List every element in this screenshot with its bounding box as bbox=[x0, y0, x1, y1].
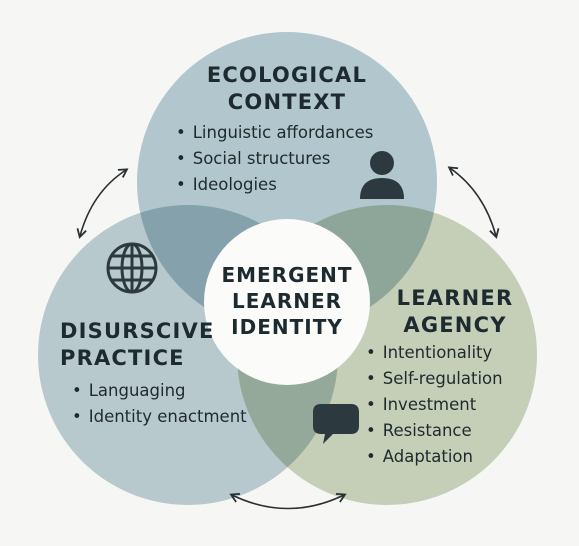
list-item: Social structures bbox=[176, 146, 373, 172]
list-item: Identity enactment bbox=[72, 404, 247, 430]
ecological-list: Linguistic affordances Social structures… bbox=[176, 120, 374, 198]
list-item: Self-regulation bbox=[366, 366, 503, 392]
right-double-arrow bbox=[447, 166, 500, 239]
center-circle bbox=[204, 219, 370, 385]
left-double-arrow bbox=[76, 168, 129, 239]
agency-title: LEARNER AGENCY bbox=[396, 286, 514, 337]
agency-list: Intentionality Self-regulation Investmen… bbox=[366, 340, 503, 470]
list-item: Resistance bbox=[366, 418, 503, 444]
center-title: EMERGENT LEARNER IDENTITY bbox=[221, 263, 353, 339]
list-item: Adaptation bbox=[366, 444, 503, 470]
list-item: Linguistic affordances bbox=[176, 120, 374, 146]
person-icon bbox=[360, 151, 404, 199]
list-item: Intentionality bbox=[366, 340, 503, 366]
list-item: Ideologies bbox=[176, 172, 373, 198]
bottom-double-arrow bbox=[229, 492, 347, 510]
discursive-list: Languaging Identity enactment bbox=[72, 378, 247, 430]
globe-icon bbox=[106, 242, 158, 294]
speech-bubble-icon bbox=[313, 404, 359, 444]
list-item: Languaging bbox=[72, 378, 247, 404]
list-item: Investment bbox=[366, 392, 503, 418]
ecological-title: ECOLOGICAL CONTEXT bbox=[206, 63, 368, 114]
discursive-title: DISURSCIVE PRACTICE bbox=[60, 319, 215, 370]
